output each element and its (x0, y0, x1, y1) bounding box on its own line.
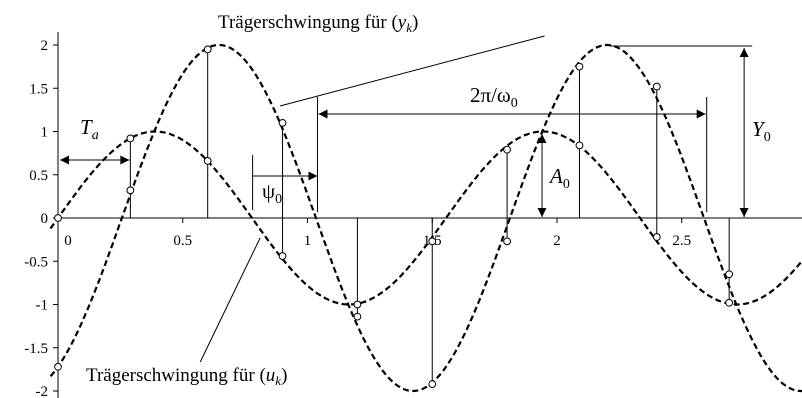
u-sample-point (428, 237, 437, 246)
u-carrier-leader (199, 237, 261, 363)
y-tick-label: -1.5 (24, 341, 48, 357)
y-sample-point (353, 312, 362, 321)
y-tick-label: -2 (36, 384, 49, 398)
u-sample-point (503, 145, 512, 154)
period-label: 2π/ω0 (470, 83, 518, 111)
x-tick-label: 1 (304, 233, 312, 249)
x-tick-label: 2 (553, 233, 561, 249)
u-sample-point (575, 141, 584, 150)
annotations (60, 35, 753, 363)
y-sample-point (428, 380, 437, 388)
y-tick-label: 0 (41, 211, 49, 227)
x-tick-label: 0 (64, 233, 72, 249)
y-sample-point (725, 270, 734, 279)
y-tick-label: 2 (41, 38, 49, 54)
u-sample-point (278, 252, 287, 260)
y-tick-label: -1 (36, 298, 49, 314)
y-sample-point (652, 82, 661, 91)
x-tick-label: 2.5 (672, 233, 691, 249)
u-sample-point (203, 157, 212, 165)
y-carrier-label: Trägerschwingung für (yk) (218, 12, 418, 35)
y-sample-point (278, 118, 287, 127)
y-tick-label: 0.5 (29, 168, 48, 184)
axes: 21.510.50-0.5-1-1.5-200.511.522.53 (24, 32, 802, 398)
x-tick-label: 0.5 (173, 233, 192, 249)
u-sample-point (652, 233, 661, 241)
output-amplitude-label: Y0 (752, 117, 771, 145)
y-sample-point (54, 362, 62, 371)
y-sample-point (203, 45, 212, 54)
series-line-y (49, 43, 802, 393)
y-tick-label: 1.5 (29, 81, 48, 97)
phase-shift-label: ψ0 (262, 179, 282, 207)
y-sample-point (575, 62, 584, 71)
u-sample-point (54, 214, 62, 222)
sample-stems (54, 45, 734, 388)
series-line-u (49, 130, 802, 306)
u-sample-point (126, 134, 135, 143)
u-sample-point (353, 300, 362, 309)
y-tick-label: 1 (41, 125, 49, 141)
sampling-period-label: Ta (80, 115, 99, 143)
y-sample-point (503, 237, 512, 246)
y-sample-point (126, 186, 135, 195)
y-carrier-leader (279, 35, 545, 107)
y-tick-label: -0.5 (24, 254, 48, 270)
input-amplitude-label: A0 (548, 164, 570, 192)
series-lines (49, 43, 802, 393)
u-carrier-label: Trägerschwingung für (uk) (86, 365, 287, 388)
u-sample-point (725, 298, 734, 307)
